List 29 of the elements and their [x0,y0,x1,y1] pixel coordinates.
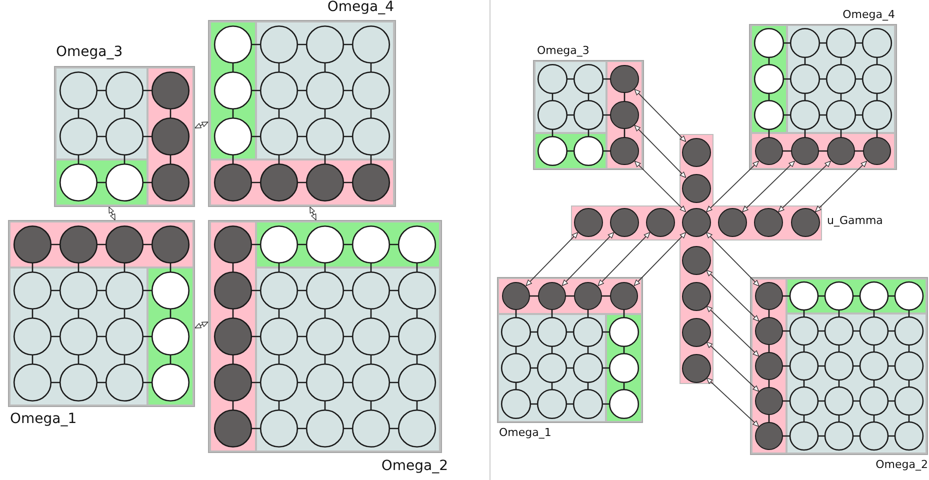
double-arrow [706,270,760,322]
double-arrow [634,88,686,142]
subdomain-label: Omega_4 [842,9,895,22]
double-arrow [526,232,578,286]
double-arrow [706,342,760,392]
subdomain-label: Omega_3 [537,45,590,58]
subdomain-label: Omega_1 [499,427,552,440]
subdomain-label: Omega_2 [876,459,928,472]
subdomain-label: Omega_3 [56,45,123,60]
double-arrow [562,232,614,286]
subdomain-label: Omega_4 [327,0,394,16]
double-arrow [310,206,316,220]
double-arrow [108,206,116,220]
subdomain-label: u_Gamma [827,215,883,228]
double-arrow [706,160,760,212]
double-arrow [194,322,208,328]
double-arrow [706,232,760,286]
double-arrow [634,232,686,286]
double-arrow [742,160,796,212]
double-arrow [778,160,832,212]
subdomain-label: Omega_1 [10,412,77,428]
double-arrow [598,232,650,286]
double-arrow [634,124,686,178]
double-arrow [634,160,686,212]
double-arrow [814,160,868,212]
double-arrow [194,122,208,128]
double-arrow [706,377,760,427]
double-arrow [706,306,760,357]
subdomain-label: Omega_2 [381,459,448,474]
